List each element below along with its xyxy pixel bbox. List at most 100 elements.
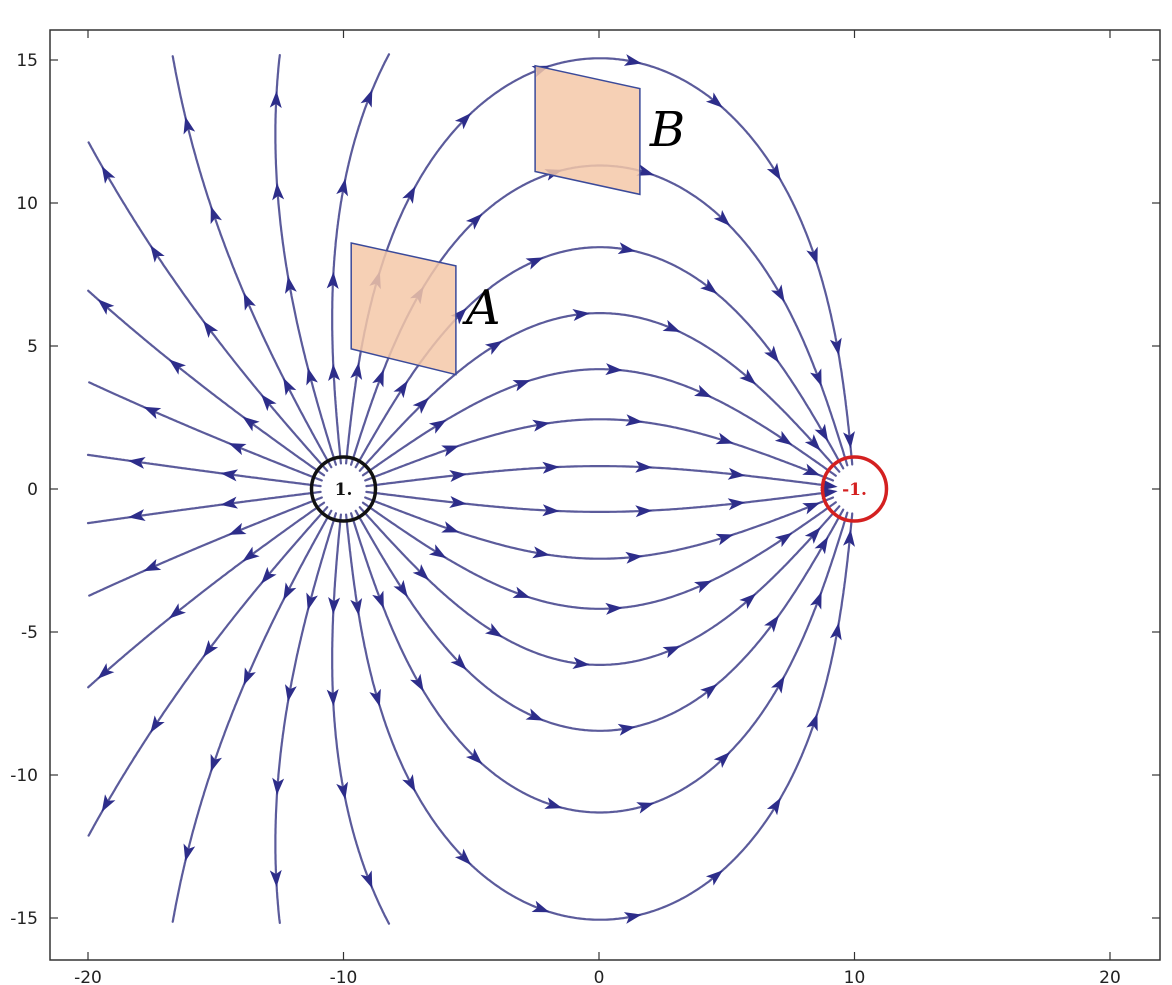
field-arrow <box>101 794 116 813</box>
field-arrow <box>804 527 821 544</box>
field-arrow <box>143 558 162 572</box>
field-line <box>87 141 329 472</box>
field-arrow <box>635 460 653 473</box>
region-label-a: A <box>462 280 501 336</box>
field-arrow <box>360 89 373 108</box>
field-line <box>364 496 835 560</box>
negative-charge-label: -1. <box>842 480 867 500</box>
positive-charge-label: 1. <box>335 480 353 500</box>
field-arrow <box>636 802 655 814</box>
field-arrow <box>283 377 297 396</box>
field-arrow <box>210 753 222 772</box>
field-arrow <box>402 774 416 792</box>
field-line <box>354 246 845 470</box>
field-arrow <box>525 257 544 270</box>
field-arrow <box>636 164 655 176</box>
region-label-b: B <box>649 102 685 158</box>
field-arrow <box>810 591 822 610</box>
field-arrow <box>715 432 734 445</box>
field-arrow <box>694 384 712 398</box>
field-arrow <box>127 509 146 521</box>
field-arrow <box>727 467 746 480</box>
field-arrow <box>243 667 256 686</box>
field-arrow <box>203 640 219 658</box>
field-line <box>358 312 841 473</box>
field-arrow <box>694 580 712 594</box>
field-arrow <box>605 602 623 615</box>
field-arrow <box>705 92 723 108</box>
field-arrow <box>243 292 256 311</box>
y-tick-label: -10 <box>10 766 38 786</box>
field-line <box>331 513 391 925</box>
field-arrow <box>806 713 818 732</box>
x-tick-label: 0 <box>594 968 605 985</box>
field-arrow <box>532 419 550 432</box>
field-arrow <box>168 359 186 375</box>
field-arrow <box>402 186 416 204</box>
positive-charge-circle <box>309 455 378 523</box>
field-arrow <box>542 461 560 474</box>
field-arrow <box>715 533 734 546</box>
field-arrow <box>372 369 384 388</box>
y-tick-label: -15 <box>10 909 38 929</box>
field-arrow <box>764 615 780 633</box>
field-arrow <box>183 843 196 862</box>
field-arrow <box>531 900 550 913</box>
field-arrow <box>272 777 285 796</box>
field-line <box>274 512 337 924</box>
field-arrow <box>336 178 349 197</box>
field-arrow <box>168 603 186 619</box>
field-arrow <box>143 406 162 420</box>
field-line <box>358 505 841 666</box>
field-arrow <box>410 673 424 692</box>
field-arrow <box>360 870 373 889</box>
field-arrow <box>727 498 746 511</box>
field-arrow <box>454 848 472 865</box>
field-line <box>365 490 835 513</box>
field-arrow <box>242 416 260 432</box>
field-arrow <box>369 688 381 707</box>
y-tick-label: 10 <box>16 194 38 214</box>
negative-charge-circle <box>820 455 889 523</box>
field-arrow <box>843 529 855 547</box>
field-arrow <box>449 496 467 508</box>
field-arrow <box>272 182 285 201</box>
field-arrow <box>635 505 653 518</box>
x-tick-label: 10 <box>844 968 866 985</box>
field-arrow <box>450 653 467 671</box>
field-line <box>88 496 323 597</box>
y-tick-label: 0 <box>27 480 38 500</box>
field-arrow <box>306 367 318 386</box>
field-arrow <box>328 363 341 382</box>
field-arrow <box>210 206 222 225</box>
field-arrow <box>512 586 531 598</box>
field-arrow <box>843 431 855 449</box>
field-arrow <box>203 320 219 338</box>
field-arrow <box>766 162 781 181</box>
field-arrow <box>336 781 349 800</box>
field-line <box>87 506 329 837</box>
field-arrow <box>739 368 757 385</box>
field-arrow <box>764 345 780 363</box>
field-arrow <box>454 113 472 130</box>
field-arrow <box>625 551 643 564</box>
field-arrow <box>326 689 339 707</box>
field-arrow <box>450 307 467 325</box>
field-line <box>331 53 391 465</box>
field-arrow <box>605 363 623 376</box>
field-arrow <box>127 457 146 469</box>
field-arrow <box>228 522 247 535</box>
field-arrow <box>542 504 560 517</box>
field-arrow <box>350 362 363 381</box>
field-arrow <box>766 797 781 816</box>
field-arrow <box>284 684 297 702</box>
field-arrow <box>617 242 636 255</box>
field-line <box>87 501 326 689</box>
field-arrow <box>572 657 590 669</box>
field-arrow <box>662 319 681 333</box>
field-arrow <box>393 380 408 399</box>
field-arrow <box>700 684 718 700</box>
field-line <box>365 465 835 488</box>
field-arrow <box>662 645 681 659</box>
field-arrow <box>700 278 718 294</box>
